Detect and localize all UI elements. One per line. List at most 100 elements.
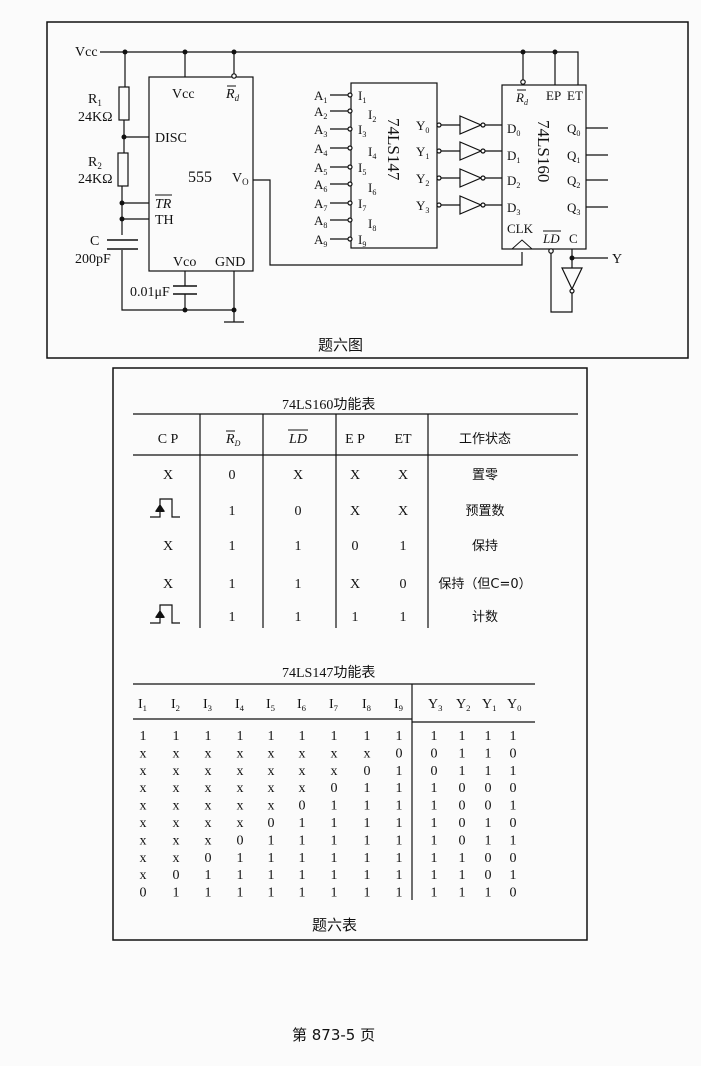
encoder-input-pin-label: I3	[358, 122, 366, 139]
encoder-output-pin-label: Y1	[416, 144, 429, 161]
encoder-input-pin-label: I9	[358, 232, 366, 249]
table147-cell: 1	[268, 833, 275, 848]
table147-cell: 1	[431, 833, 438, 848]
table147-cell: 0	[237, 833, 244, 848]
table147-cell: 1	[331, 729, 338, 744]
table147-cell: x	[140, 746, 147, 761]
ld-bubble	[548, 248, 554, 254]
table147-cell: 1	[431, 816, 438, 831]
counter-name: 74LS160	[534, 120, 553, 182]
table147-cell: 1	[364, 729, 371, 744]
table147-cell: 1	[396, 729, 403, 744]
table147-cell: 1	[237, 886, 244, 901]
table147-cell: 1	[396, 886, 403, 901]
counter-d-pin-label: D2	[507, 173, 520, 190]
table147-cell: 1	[173, 886, 180, 901]
encoder-input-pin-label: I1	[358, 88, 366, 105]
cell-et: X	[398, 468, 408, 483]
inverter-bubble	[480, 148, 486, 154]
capacitor-0-01uf-symbol	[173, 285, 197, 295]
counter-d-pin-label: D0	[507, 121, 520, 138]
table147-cell: 1	[510, 833, 517, 848]
table147-cell: 1	[237, 851, 244, 866]
table147-cell: x	[140, 764, 147, 779]
circuit-figure: Vcc R1 24KΩ R2 24KΩ C 200pF Vcc Rd DISC …	[46, 21, 689, 359]
table147-cell: x	[173, 799, 180, 814]
inverter-bubble	[480, 202, 486, 208]
input-bubble	[347, 217, 353, 223]
output-bubble	[436, 202, 442, 208]
resistor-r1-symbol	[118, 86, 130, 121]
feedback-wires	[550, 249, 608, 313]
r2-label: R2	[88, 155, 102, 171]
table147-cell: x	[205, 799, 212, 814]
pin-gnd-label: GND	[215, 255, 245, 270]
output-y-label: Y	[612, 252, 622, 267]
cell-cp: X	[163, 577, 173, 592]
cell-ld: 1	[295, 610, 302, 625]
table147-cell: 0	[510, 886, 517, 901]
table147-header-input: I2	[171, 697, 180, 713]
pin-th-label: TH	[155, 213, 174, 228]
cell-et: 1	[400, 610, 407, 625]
r1-label: R1	[88, 92, 102, 108]
table147-cell: 0	[459, 833, 466, 848]
output-bubble	[436, 122, 442, 128]
table147-header-output: Y0	[507, 697, 521, 713]
table147-cell: 0	[485, 868, 492, 883]
table147-cell: x	[205, 746, 212, 761]
table147-cell: x	[268, 764, 275, 779]
table147-cell: 0	[510, 746, 517, 761]
cell-et: 1	[400, 539, 407, 554]
table147-cell: 1	[299, 851, 306, 866]
table147-cell: 1	[205, 868, 212, 883]
rc-network-wires	[121, 52, 234, 311]
arrow-up-icon	[156, 611, 164, 618]
clock-edge-symbol	[511, 239, 533, 250]
table160-grid	[133, 413, 578, 628]
table147-cell: x	[331, 746, 338, 761]
capacitor-c-label: C	[90, 234, 99, 249]
cell-state: 预置数	[465, 504, 504, 519]
input-bubble	[347, 145, 353, 151]
table147-header-input: I1	[138, 697, 147, 713]
table147-cell: 1	[364, 868, 371, 883]
table147-grid	[133, 683, 535, 900]
table147-cell: 1	[431, 868, 438, 883]
table147-cell: 1	[299, 729, 306, 744]
input-bubble	[347, 126, 353, 132]
counter-d-pin-label: D3	[507, 200, 520, 217]
table160-header-ep: E P	[345, 432, 365, 447]
table147-cell: 0	[510, 816, 517, 831]
table147-caption: 题六表	[312, 916, 357, 934]
cell-rd: 1	[229, 610, 236, 625]
inverter-symbol	[441, 115, 502, 135]
table147-cell: 1	[459, 746, 466, 761]
cell-state: 保持	[472, 539, 498, 554]
cell-et: 0	[400, 577, 407, 592]
table160-header-et: ET	[394, 432, 412, 447]
table147-cell: 1	[364, 833, 371, 848]
table147-cell: x	[331, 764, 338, 779]
table147-cell: 0	[331, 781, 338, 796]
table147-cell: 1	[331, 886, 338, 901]
table147-cell: 1	[485, 746, 492, 761]
table147-cell: x	[140, 816, 147, 831]
counter-q-pin-label: Q0	[567, 121, 580, 138]
table147-cell: 1	[268, 886, 275, 901]
inverter-bubble	[480, 122, 486, 128]
clock-wire	[253, 179, 523, 266]
cell-state: 置零	[472, 468, 498, 483]
table147-cell: 1	[431, 851, 438, 866]
table147-cell: 1	[459, 764, 466, 779]
